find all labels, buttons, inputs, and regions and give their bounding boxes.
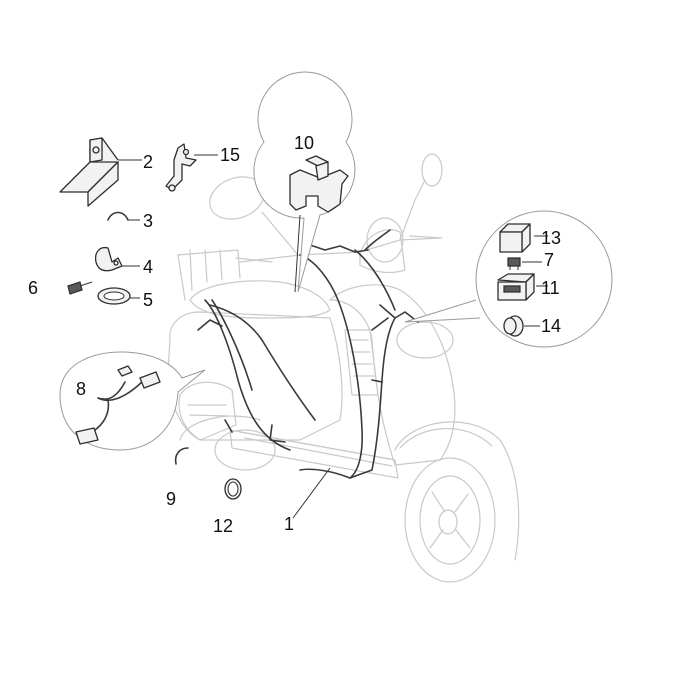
part-number-3: 3: [143, 211, 153, 231]
part-number-14: 14: [541, 316, 561, 336]
part-number-6: 6: [28, 278, 38, 298]
part-number-5: 5: [143, 290, 153, 310]
part-number-12: 12: [213, 516, 233, 536]
bracket-2: [59, 137, 119, 207]
part-number-9: 9: [166, 489, 176, 509]
part-number-8: 8: [76, 379, 86, 399]
part-number-10: 10: [294, 133, 314, 153]
screw-6: [67, 281, 93, 295]
part-number-13: 13: [541, 228, 561, 248]
grommet-14: [503, 315, 524, 337]
part-number-4: 4: [143, 257, 153, 277]
part-number-15: 15: [220, 145, 240, 165]
wiring-harness: [197, 229, 419, 479]
clamp-4: [94, 246, 123, 272]
part-number-1: 1: [284, 514, 294, 534]
part-labels: 1 2 3 4 5 6 7 8 9 10 11 12 13 14 15: [28, 133, 561, 536]
relay-10: [289, 155, 349, 213]
o-ring-12: [224, 478, 242, 500]
callout-left: [59, 351, 206, 451]
fuse-holder-11: [497, 273, 535, 301]
clip-3: [107, 211, 129, 221]
bracket-15: [165, 143, 197, 192]
part-number-11: 11: [541, 278, 560, 298]
cable-tie-5: [97, 287, 131, 305]
harness-8: [75, 365, 161, 445]
clip-9: [174, 447, 189, 465]
part-number-2: 2: [143, 152, 153, 172]
fuse-box-13: [499, 223, 531, 253]
fuse-7: [507, 257, 521, 270]
part-number-7: 7: [544, 250, 554, 270]
